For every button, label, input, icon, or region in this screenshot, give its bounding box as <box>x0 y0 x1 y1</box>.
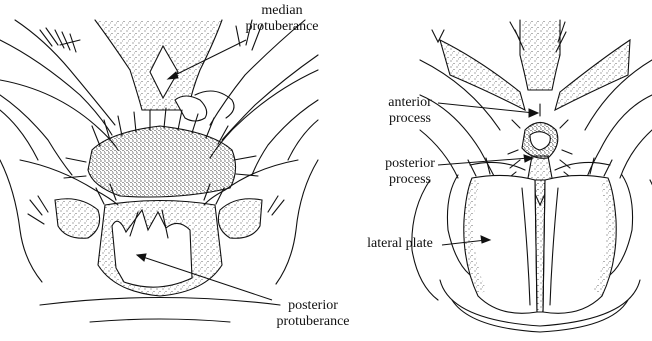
lateral-plate-label: lateral plate <box>358 236 442 252</box>
median-protuberance-label: median protuberance <box>232 3 332 35</box>
posterior-process-label-line2: process <box>378 172 442 188</box>
anterior-process-arrowhead <box>529 109 538 117</box>
anterior-process-label: anterior process <box>380 95 440 127</box>
posterior-protuberance-label-line1: posterior <box>258 298 368 314</box>
posterior-process-label-line1: posterior <box>378 156 442 172</box>
posterior-protuberance-label-line2: protuberance <box>258 314 368 330</box>
anterior-process-label-line1: anterior <box>380 95 440 111</box>
median-protuberance-label-line2: protuberance <box>232 19 332 35</box>
posterior-protuberance-label: posterior protuberance <box>258 298 368 330</box>
anterior-process-label-line2: process <box>380 111 440 127</box>
posterior-process-label: posterior process <box>378 156 442 188</box>
left-panel <box>0 20 318 322</box>
median-protuberance-label-line1: median <box>232 3 332 19</box>
right-panel <box>412 20 652 332</box>
lateral-plate-label-text: lateral plate <box>358 236 442 252</box>
